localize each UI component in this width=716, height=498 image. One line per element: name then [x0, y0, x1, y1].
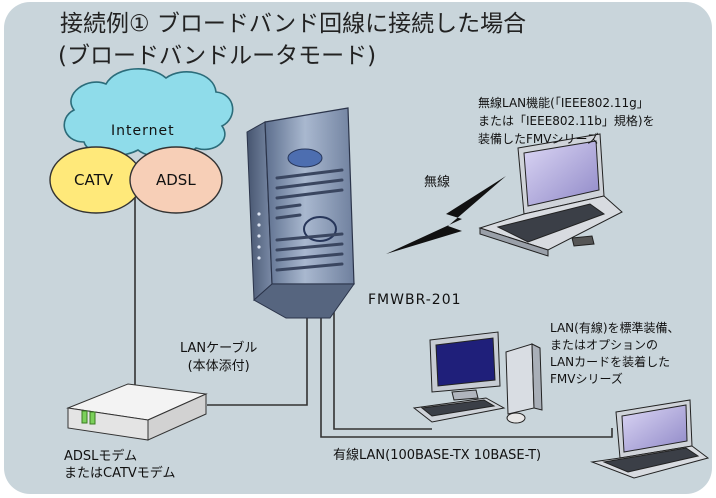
cable-router-to-desktop [333, 278, 432, 430]
internet-label: Internet [111, 123, 175, 139]
router-model-label: FMWBR-201 [368, 292, 462, 308]
adsl-circle [129, 146, 223, 214]
cable-router-to-notebook [320, 278, 613, 438]
wired-lan-label: 有線LAN(100BASE-TX 10BASE-T) [333, 448, 542, 463]
wireless-notebook-icon [478, 133, 623, 257]
adsl-label: ADSL [156, 171, 196, 189]
wired-pc-line3: LANカードを装着した [550, 355, 671, 369]
wired-pc-caption: LAN(有線)を標準装備、 またはオプションの LANカードを装着した FMVシ… [550, 320, 680, 388]
desktop-pc-icon [412, 331, 543, 424]
lan-cable-caption: LANケーブル (本体添付) [180, 340, 257, 376]
wired-pc-line4: FMVシリーズ [550, 372, 623, 386]
internet-cloud [63, 68, 234, 159]
modem-icon [66, 383, 208, 441]
wireless-label: 無線 [424, 175, 451, 190]
wireless-caption-line3: 装備したFMVシリーズ [478, 132, 599, 146]
modem-caption-line1: ADSLモデム [64, 449, 138, 464]
catv-label: CATV [74, 171, 113, 189]
wired-pc-line1: LAN(有線)を標準装備、 [550, 321, 680, 335]
lan-cable-line1: LANケーブル [180, 341, 258, 356]
wireless-bolt-icon [386, 176, 506, 254]
wireless-caption: 無線LAN機能(「IEEE802.11g」 または「IEEE802.11b」規格… [478, 94, 655, 148]
diagram-title: 接続例① ブロードバンド回線に接続した場合 [60, 11, 527, 37]
modem-caption-line2: またはCATVモデム [64, 466, 176, 481]
wired-notebook-icon [590, 399, 710, 479]
router-device [246, 107, 355, 319]
wireless-caption-line1: 無線LAN機能(「IEEE802.11g」 [478, 96, 649, 110]
wireless-caption-line2: または「IEEE802.11b」規格)を [478, 114, 655, 128]
lan-cable-line2: (本体添付) [187, 359, 250, 374]
diagram-subtitle: (ブロードバンドルータモード) [58, 43, 377, 69]
modem-caption: ADSLモデム またはCATVモデム [64, 448, 176, 482]
wired-pc-line2: またはオプションの [550, 338, 659, 352]
